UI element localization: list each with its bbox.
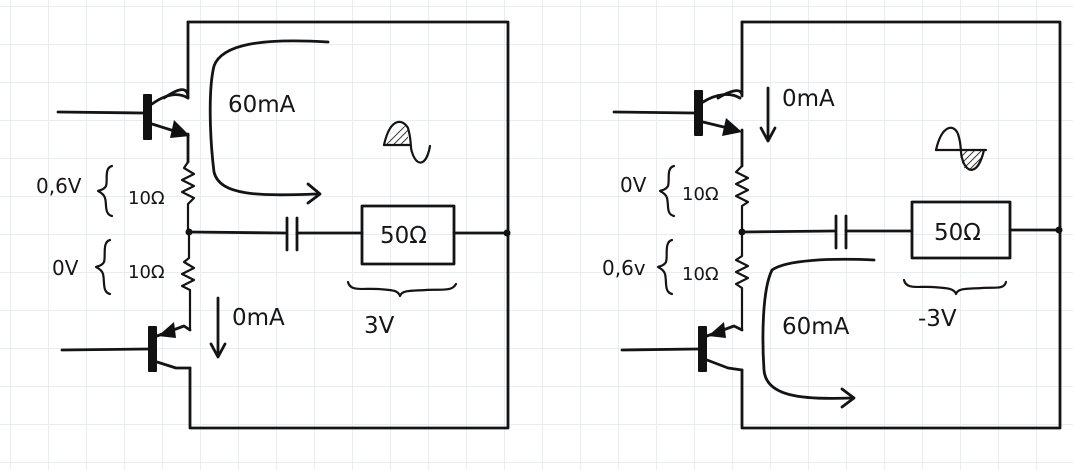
right-lower-voltage-label: 0,6v: [602, 256, 646, 280]
right-circuit: 0mA 60mA 0V 0,6v 10Ω 10Ω 50Ω -3V: [602, 20, 1063, 430]
left-upper-transistor: [56, 93, 190, 140]
right-supply-wire: [740, 20, 1062, 430]
right-upper-brace: [658, 164, 676, 218]
left-lower-current-label: 0mA: [232, 305, 285, 331]
left-lower-resistor: [180, 230, 196, 332]
right-lower-brace: [656, 238, 674, 296]
right-lower-current-arrow: [761, 257, 876, 400]
right-mid-wire: [740, 229, 836, 234]
left-mid-wire: [187, 230, 287, 235]
right-upper-resistor-label: 10Ω: [682, 184, 719, 205]
left-right-node: [503, 229, 511, 237]
left-upper-voltage-label: 0,6V: [36, 174, 82, 198]
right-load-label: 50Ω: [934, 220, 981, 246]
left-load-box: [360, 204, 456, 266]
left-upper-current-label: 60mA: [228, 92, 296, 118]
right-upper-voltage-label: 0V: [620, 173, 647, 197]
left-capacitor: [285, 216, 299, 252]
right-lower-current-label: 60mA: [782, 314, 850, 340]
left-lower-transistor: [60, 322, 192, 372]
right-capacitor: [834, 214, 848, 250]
left-load-brace: [346, 280, 458, 298]
left-upper-current-arrow: [208, 39, 330, 197]
right-lower-resistor: [734, 230, 750, 332]
right-upper-transistor: [612, 90, 742, 136]
left-upper-collector-wire: [162, 20, 190, 100]
left-lower-voltage-label: 0V: [52, 256, 79, 280]
left-sine-icon: [382, 120, 432, 164]
left-upper-resistor-label: 10Ω: [128, 188, 165, 209]
left-lower-resistor-label: 10Ω: [128, 262, 165, 283]
right-load-voltage-label: -3V: [918, 306, 957, 332]
right-upper-resistor: [734, 164, 750, 234]
right-upper-current-label: 0mA: [782, 86, 835, 112]
left-lower-brace: [94, 238, 112, 296]
left-circuit: 60mA 0mA 0,6V 0V 10Ω 10Ω 50Ω 3V: [36, 20, 511, 430]
left-supply-wire: [186, 20, 510, 430]
right-lower-resistor-label: 10Ω: [682, 264, 719, 285]
left-upper-brace: [96, 164, 114, 218]
right-right-node: [1055, 226, 1063, 234]
right-lower-transistor: [620, 322, 744, 372]
left-load-label: 50Ω: [380, 223, 427, 249]
left-load-voltage-label: 3V: [364, 313, 395, 339]
right-sine-icon: [934, 126, 988, 171]
right-load-brace: [902, 278, 1008, 296]
right-upper-collector-wire: [716, 20, 744, 100]
left-upper-resistor: [180, 160, 196, 234]
